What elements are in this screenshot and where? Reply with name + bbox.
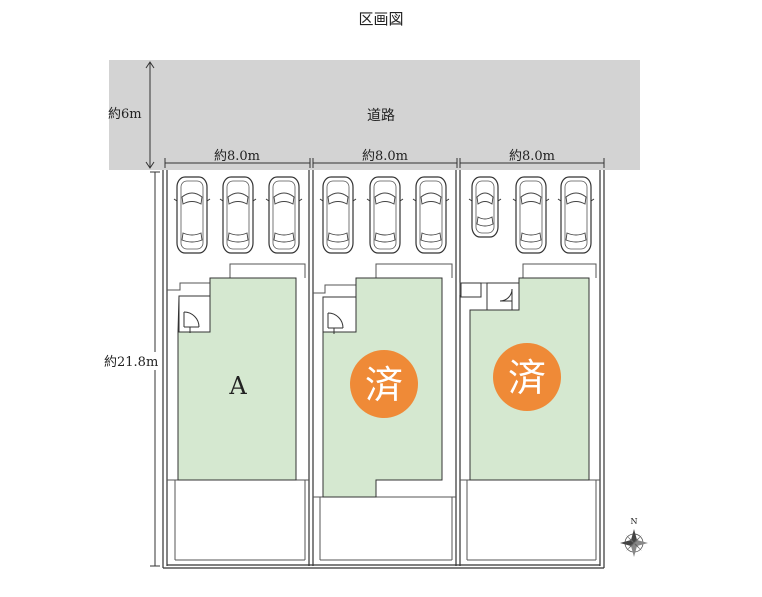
- lot-1-frontage-label: 約8.0m: [214, 149, 260, 164]
- lot-2-sold-badge: 済: [350, 350, 418, 418]
- car-icon: [468, 176, 502, 238]
- car-icon: [557, 176, 595, 254]
- car-icon: [173, 176, 211, 254]
- lot-3-status: 済: [508, 356, 546, 400]
- lot-3-entrance: [486, 282, 520, 311]
- lot-1-label: A: [228, 372, 247, 400]
- car-icon: [319, 176, 357, 254]
- door-icon: [327, 312, 344, 334]
- site-boundary: [162, 170, 605, 569]
- depth-label: 約21.8m: [104, 355, 158, 370]
- car-icon: [412, 176, 450, 254]
- lot-3-sold-badge: 済: [493, 343, 561, 411]
- lot-2-frontage-label: 約8.0m: [362, 149, 408, 164]
- plan-title: 区画図: [358, 10, 403, 28]
- car-icon: [265, 176, 303, 254]
- car-icon: [366, 176, 404, 254]
- parking-cars: [173, 176, 595, 254]
- door-icon: [183, 311, 200, 333]
- car-icon: [219, 176, 257, 254]
- compass-icon: [620, 529, 648, 557]
- lot-3-frontage-label: 約8.0m: [509, 149, 555, 164]
- door-icon: [499, 288, 513, 310]
- road-width-dimension: [145, 61, 155, 169]
- utility-box: [460, 282, 482, 298]
- lot-2-status: 済: [365, 363, 403, 407]
- road-label: 道路: [367, 108, 395, 124]
- frontage-dimensions: [164, 158, 605, 168]
- car-icon: [512, 176, 550, 254]
- road-width-label: 約6m: [108, 107, 142, 122]
- compass-north-label: N: [631, 517, 638, 526]
